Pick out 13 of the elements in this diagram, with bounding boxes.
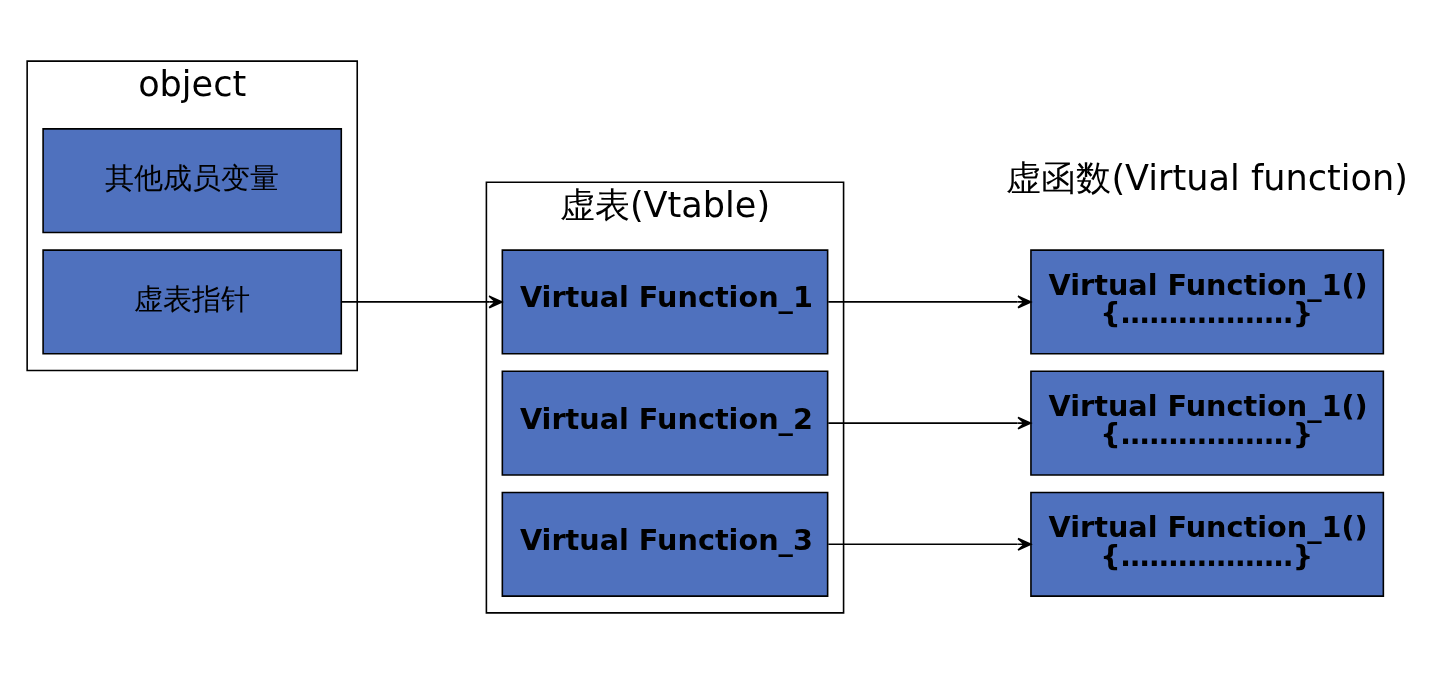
label: 虚函数(Virtual function): [1006, 156, 1408, 198]
node-box: Virtual Function_2: [501, 370, 829, 476]
arrow: [827, 537, 1032, 551]
arrow: [340, 295, 503, 309]
node-box: Virtual Function_3: [501, 491, 829, 597]
node-box: Virtual Function_1() {………………}: [1030, 491, 1385, 597]
node-box: Virtual Function_1() {………………}: [1030, 370, 1385, 476]
arrow: [827, 416, 1032, 430]
node-box: Virtual Function_1() {………………}: [1030, 249, 1385, 355]
node-box: 其他成员变量: [42, 128, 343, 234]
node-box: Virtual Function_1: [501, 249, 829, 355]
arrow: [827, 295, 1032, 309]
node-box: 虚表指针: [42, 249, 343, 355]
